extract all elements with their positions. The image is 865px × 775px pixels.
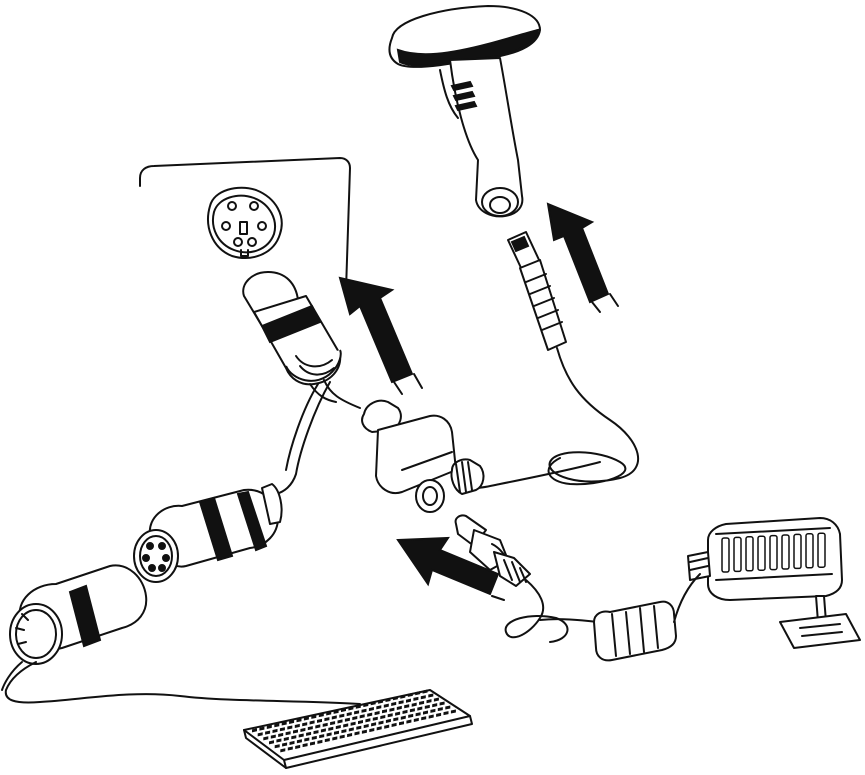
ps2-socket-pinout [208,188,282,258]
scanner-cable [476,232,638,488]
barcode-scanner [390,6,540,216]
power-supply-fin [758,536,765,570]
power-supply-fin [782,535,789,569]
power-supply-fin [770,536,777,570]
power-supply-fin [794,534,801,568]
host-arrow [340,278,422,394]
power-supply-fin [722,538,729,572]
power-supply-fin [818,533,825,567]
power-supply-fin [734,537,741,571]
power-supply-fin [746,537,753,571]
power-supply [688,518,860,648]
scanner-arrow [548,204,618,312]
power-supply-fin [806,534,813,568]
computer-plug [243,272,360,408]
ps2-y-adapter [276,382,483,512]
keyboard-connectors [2,484,360,704]
